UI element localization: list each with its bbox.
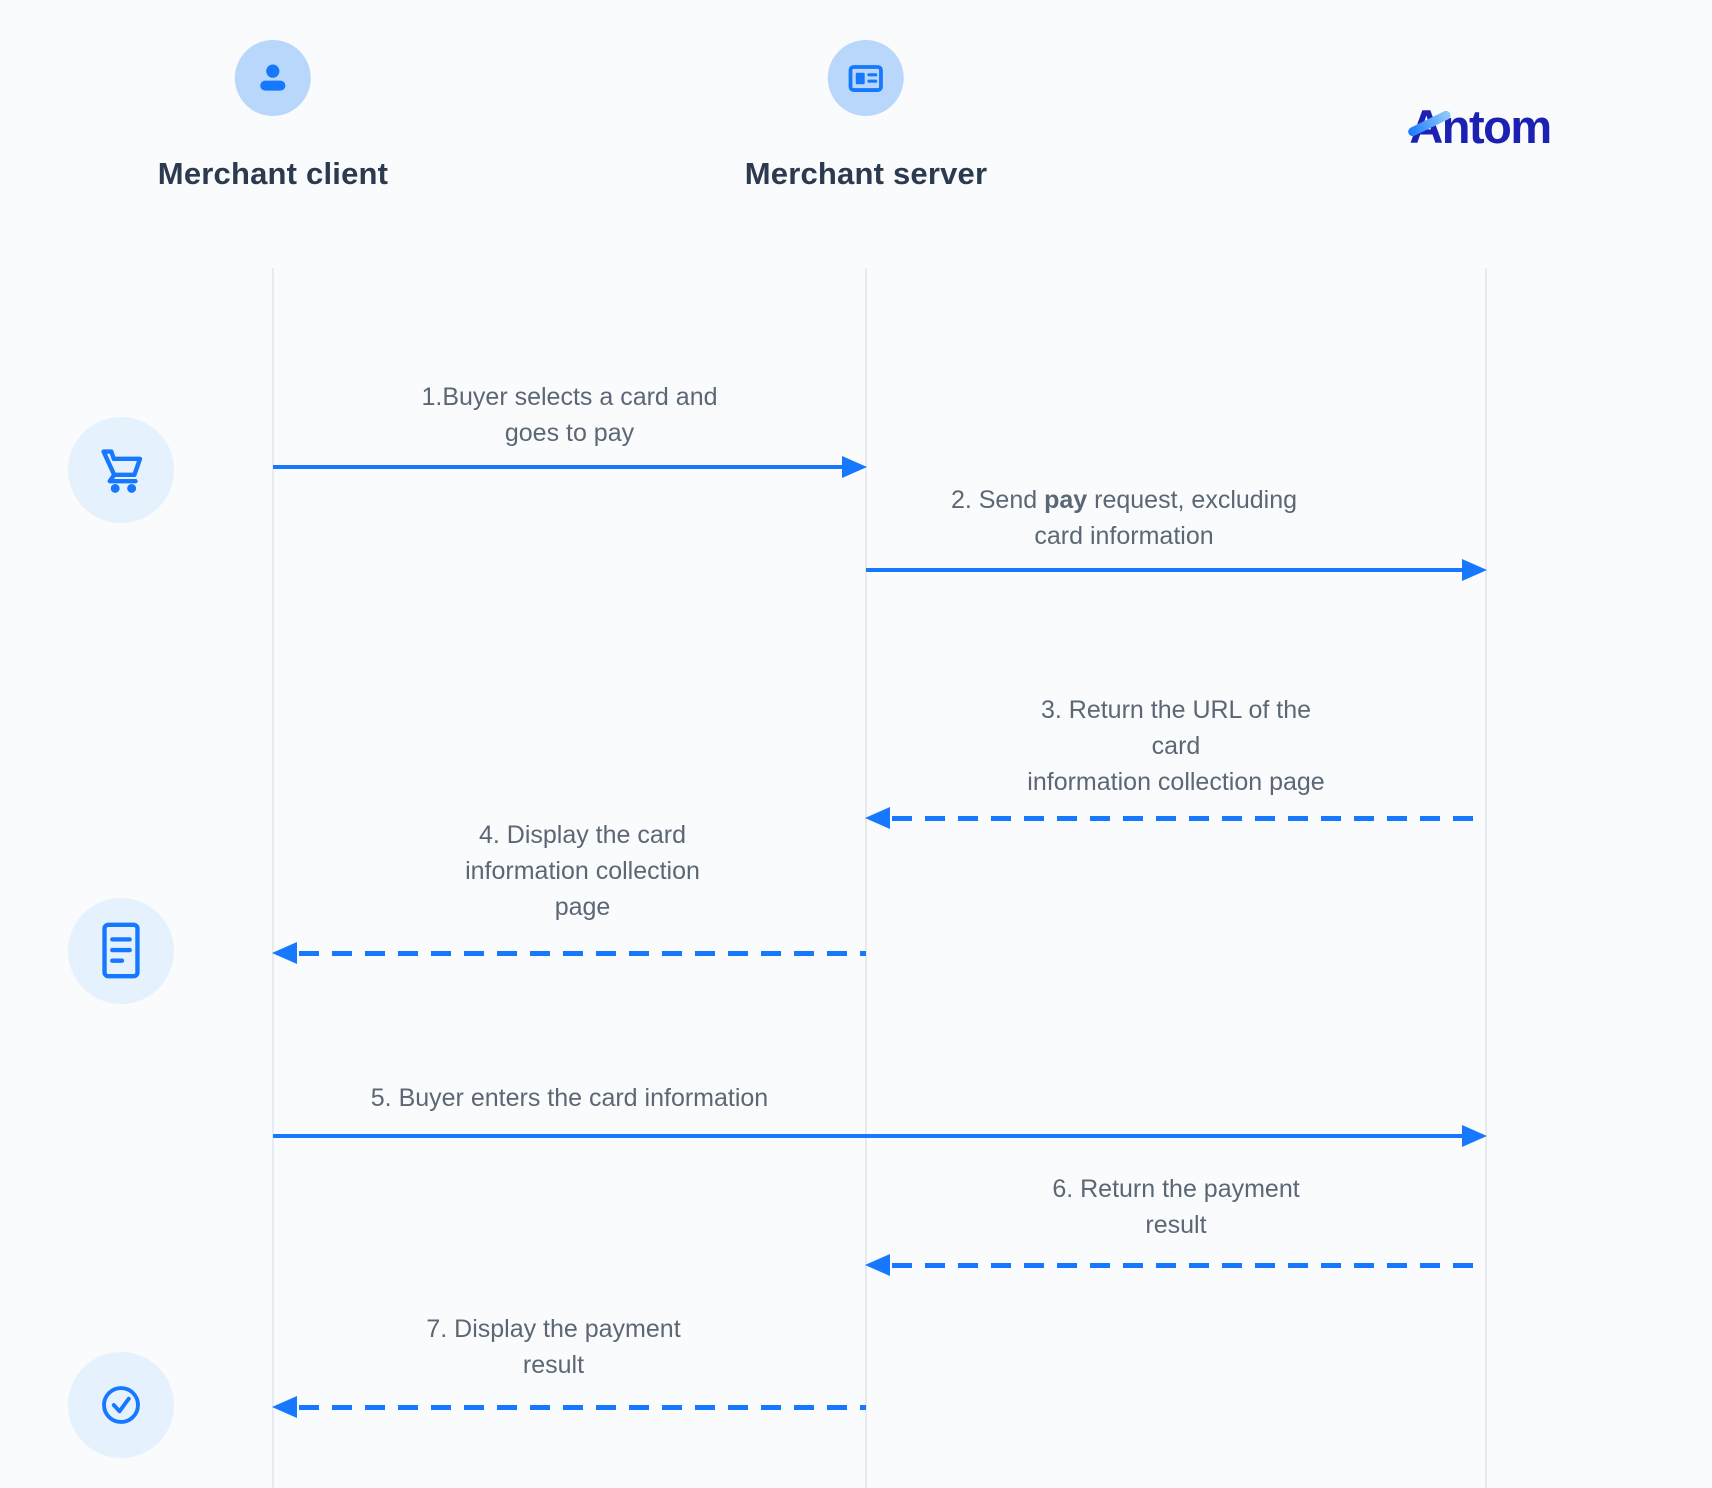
- check-circle-icon: [68, 1352, 174, 1458]
- message-2-label: 2. Send pay request, excluding card info…: [950, 486, 1298, 550]
- arrowhead-icon: [1462, 1125, 1487, 1147]
- message-6-label: 6. Return the payment result: [1052, 1175, 1300, 1239]
- person-icon: [234, 40, 311, 116]
- message-3-line: [892, 816, 1486, 821]
- message-1-line: [273, 465, 843, 469]
- arrowhead-icon: [1462, 559, 1487, 581]
- message-3-label: 3. Return the URL of the card informatio…: [1027, 696, 1325, 796]
- message-4-label: 4. Display the card information collecti…: [465, 821, 700, 921]
- message-1-label: 1.Buyer selects a card and goes to pay: [421, 383, 718, 447]
- lifeline-merchant-client: [272, 268, 274, 1488]
- message-4-line: [299, 951, 866, 956]
- lifeline-antom: [1485, 268, 1487, 1488]
- cart-icon: [68, 417, 174, 523]
- message-7-label: 7. Display the payment result: [426, 1315, 681, 1379]
- message-7-line: [299, 1405, 866, 1410]
- arrowhead-icon: [272, 942, 297, 964]
- actor-merchant-client: Merchant client: [158, 40, 388, 192]
- actor-label: Merchant server: [744, 156, 988, 191]
- message-2-line: [866, 568, 1463, 572]
- actor-merchant-server: Merchant server: [745, 40, 988, 192]
- message-5-line: [273, 1134, 1463, 1138]
- card-icon: [827, 40, 904, 116]
- antom-logo: Antom: [1406, 103, 1552, 150]
- arrowhead-icon: [865, 1254, 890, 1276]
- actor-label: Merchant client: [157, 156, 389, 191]
- message-5-label: 5. Buyer enters the card information: [370, 1084, 769, 1112]
- arrowhead-icon: [842, 456, 867, 478]
- arrowhead-icon: [865, 807, 890, 829]
- arrowhead-icon: [272, 1396, 297, 1418]
- lifeline-merchant-server: [865, 268, 867, 1488]
- message-6-line: [892, 1263, 1486, 1268]
- document-icon: [68, 898, 174, 1004]
